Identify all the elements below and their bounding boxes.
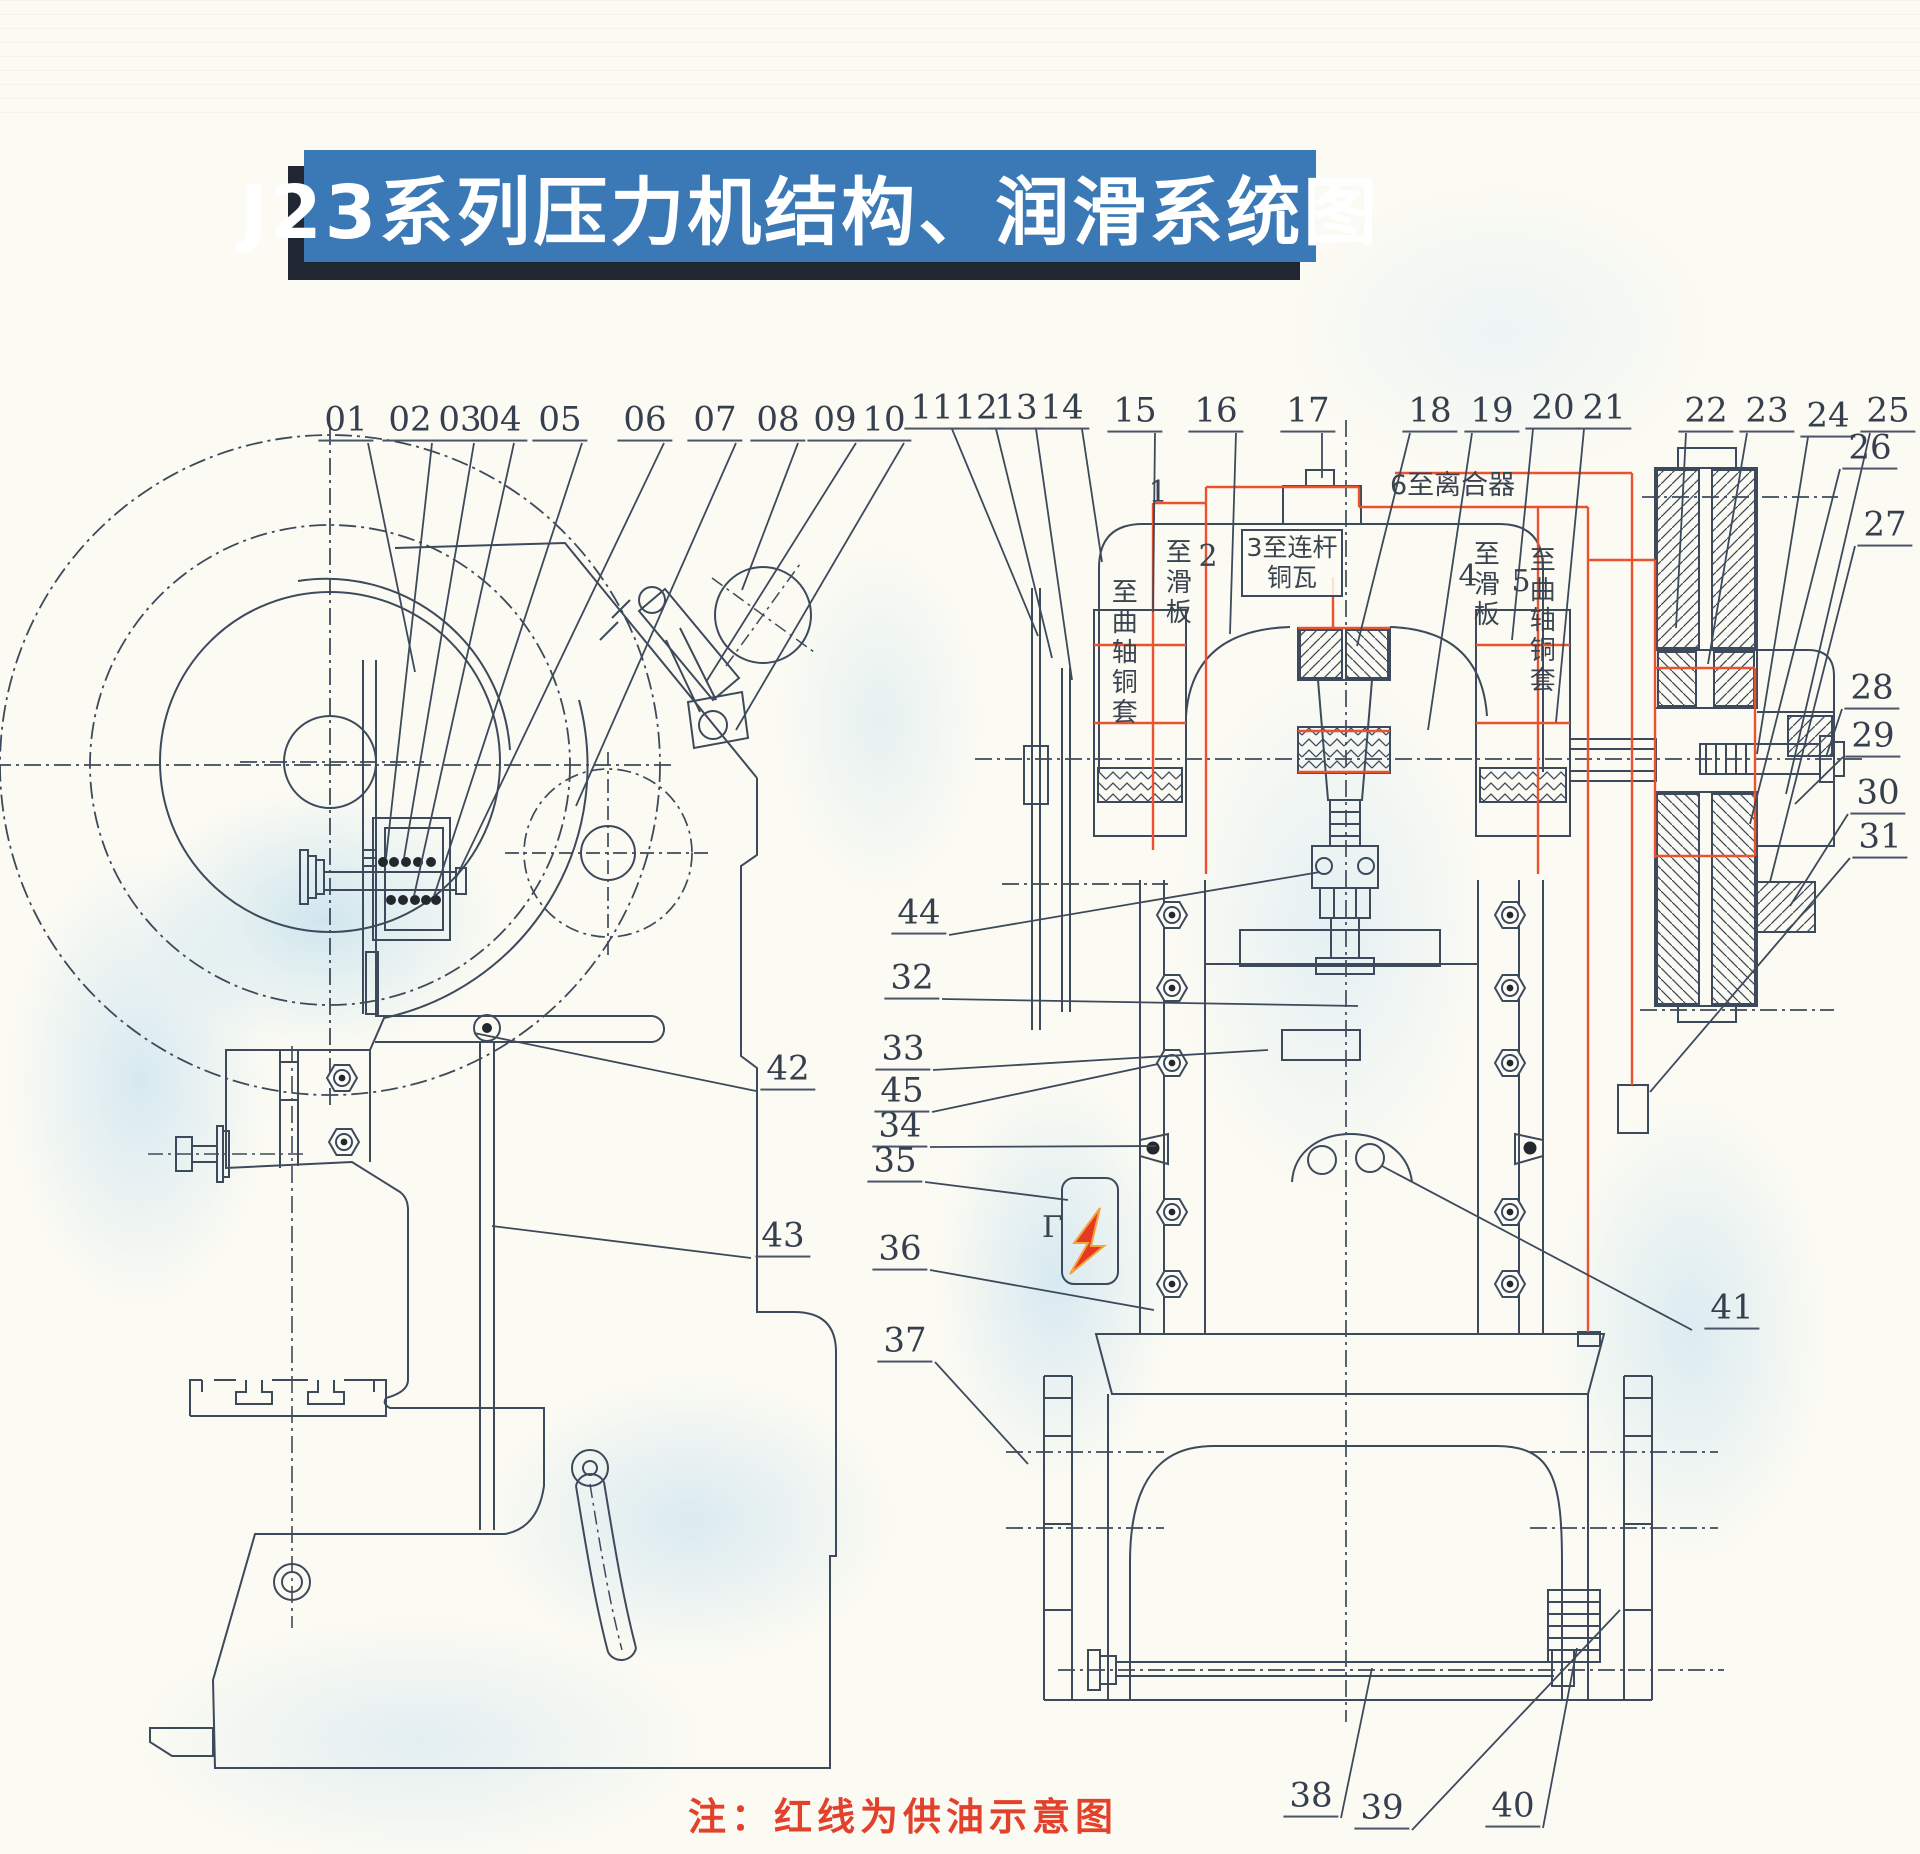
callout-02: 02 — [382, 403, 438, 442]
callout-13: 13 — [988, 391, 1044, 430]
callout-38: 38 — [1283, 1779, 1339, 1818]
callout-28: 28 — [1844, 671, 1900, 710]
right-view — [975, 420, 1862, 1722]
callout-42: 42 — [760, 1052, 816, 1091]
callout-16: 16 — [1188, 394, 1244, 433]
left-view — [0, 428, 837, 1769]
callout-45: 45 — [874, 1074, 930, 1113]
oil-line-note: 注：红线为供油示意图 — [688, 1795, 1119, 1839]
callout-27: 27 — [1857, 508, 1913, 547]
oil-supply-lines — [1094, 471, 1757, 1332]
callout-37: 37 — [877, 1324, 933, 1363]
callout-17: 17 — [1280, 394, 1336, 433]
page-title: J23系列压力机结构、润滑系统图 — [239, 169, 1381, 256]
annotation-line2: 铜瓦 — [1266, 563, 1317, 592]
callout-03: 03 — [432, 403, 488, 442]
callout-35: 35 — [867, 1144, 923, 1183]
leader-lines — [367, 428, 1871, 1831]
scan-artifact — [0, 0, 1920, 120]
callout-39: 39 — [1354, 1791, 1410, 1830]
callout-29: 29 — [1845, 719, 1901, 758]
annotation-crank-bushing-right: 至曲轴铜套 — [1525, 546, 1556, 696]
callout-12: 12 — [948, 391, 1004, 430]
annotation-line1: 3至连杆 — [1246, 533, 1338, 562]
callout-15: 15 — [1107, 394, 1163, 433]
callout-24: 24 — [1800, 399, 1856, 438]
callout-40: 40 — [1485, 1789, 1541, 1828]
callout-44: 44 — [891, 896, 947, 935]
annotation-slide-right: 至滑板 — [1469, 540, 1500, 630]
callout-26: 26 — [1842, 431, 1898, 470]
oil-number-2: 2 — [1198, 539, 1218, 574]
callout-31: 31 — [1852, 820, 1908, 859]
callout-43: 43 — [755, 1219, 811, 1258]
oil-warning-lightning-icon — [1069, 1207, 1107, 1275]
title-banner: J23系列压力机结构、润滑系统图 — [240, 150, 1377, 262]
callout-22: 22 — [1678, 394, 1734, 433]
callout-14: 14 — [1034, 391, 1090, 430]
oil-number-4: 4 — [1458, 559, 1478, 594]
callout-10: 10 — [856, 403, 912, 442]
oil-number-5: 5 — [1511, 564, 1531, 599]
callout-01: 01 — [318, 403, 374, 442]
annotation-to-clutch: 6至离合器 — [1390, 470, 1516, 501]
callout-04: 04 — [472, 403, 528, 442]
callout-25: 25 — [1860, 394, 1916, 433]
callout-05: 05 — [532, 403, 588, 442]
callout-21: 21 — [1576, 391, 1632, 430]
callout-11: 11 — [904, 391, 960, 430]
callout-23: 23 — [1739, 394, 1795, 433]
annotation-to-conrod-bushing: 3至连杆 铜瓦 — [1241, 529, 1343, 597]
callout-19: 19 — [1464, 394, 1520, 433]
oil-number-1: 1 — [1148, 475, 1168, 510]
callout-34: 34 — [872, 1109, 928, 1148]
callout-20: 20 — [1525, 391, 1581, 430]
callout-18: 18 — [1402, 394, 1458, 433]
annotation-crank-bushing-left: 至曲轴铜套 — [1107, 578, 1138, 728]
callout-06: 06 — [617, 403, 673, 442]
callout-08: 08 — [750, 403, 806, 442]
callout-32: 32 — [884, 961, 940, 1000]
callout-41: 41 — [1704, 1291, 1760, 1330]
callout-36: 36 — [872, 1232, 928, 1271]
callout-07: 07 — [687, 403, 743, 442]
annotation-slide-left: 至滑板 — [1161, 538, 1192, 628]
callout-09: 09 — [807, 403, 863, 442]
callout-33: 33 — [875, 1032, 931, 1071]
callout-30: 30 — [1850, 776, 1906, 815]
gamma-mark: Γ — [1042, 1210, 1063, 1245]
